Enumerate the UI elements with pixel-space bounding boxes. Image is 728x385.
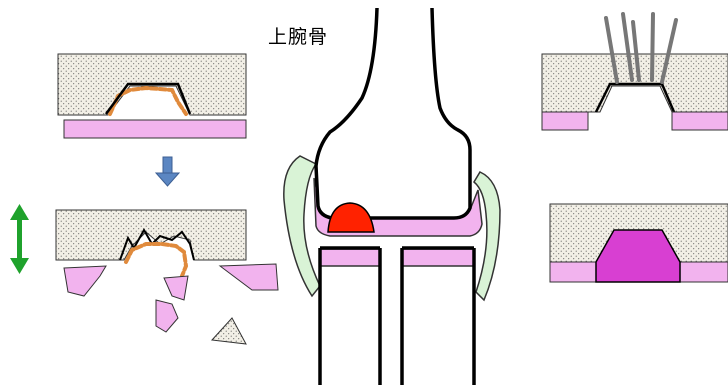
bone-fragment-dotted <box>212 318 246 344</box>
ulna-bone <box>402 248 474 385</box>
cartilage-fragment-1 <box>64 266 106 296</box>
cartilage-right-remnant <box>672 112 728 130</box>
panel-repair <box>550 204 728 282</box>
elbow-joint <box>284 8 500 385</box>
panel-stable-lesion <box>58 54 246 138</box>
panel-unstable-lesion <box>56 210 278 344</box>
subchondral-bone-block-fractured <box>56 210 246 260</box>
cartilage-layer-right <box>676 262 728 282</box>
cartilage-left-remnant <box>542 112 588 130</box>
cartilage-layer-left <box>550 262 600 282</box>
cartilage-fragment-2 <box>220 264 278 290</box>
down-arrow-icon <box>156 157 179 186</box>
ulna-cartilage <box>402 249 474 266</box>
humerus-bone <box>316 8 470 218</box>
humerus-label: 上腕骨 <box>268 22 328 49</box>
radius-bone <box>320 248 380 385</box>
cartilage-layer <box>64 120 246 138</box>
up-down-arrow-icon <box>10 204 29 274</box>
cartilage-fragment-4 <box>156 300 178 332</box>
cartilage-fragment-3 <box>164 276 188 300</box>
loose-fragment-orange <box>126 244 186 276</box>
panel-drilling <box>542 14 728 130</box>
radius-cartilage <box>320 249 380 266</box>
joint-capsule-left <box>284 156 320 296</box>
